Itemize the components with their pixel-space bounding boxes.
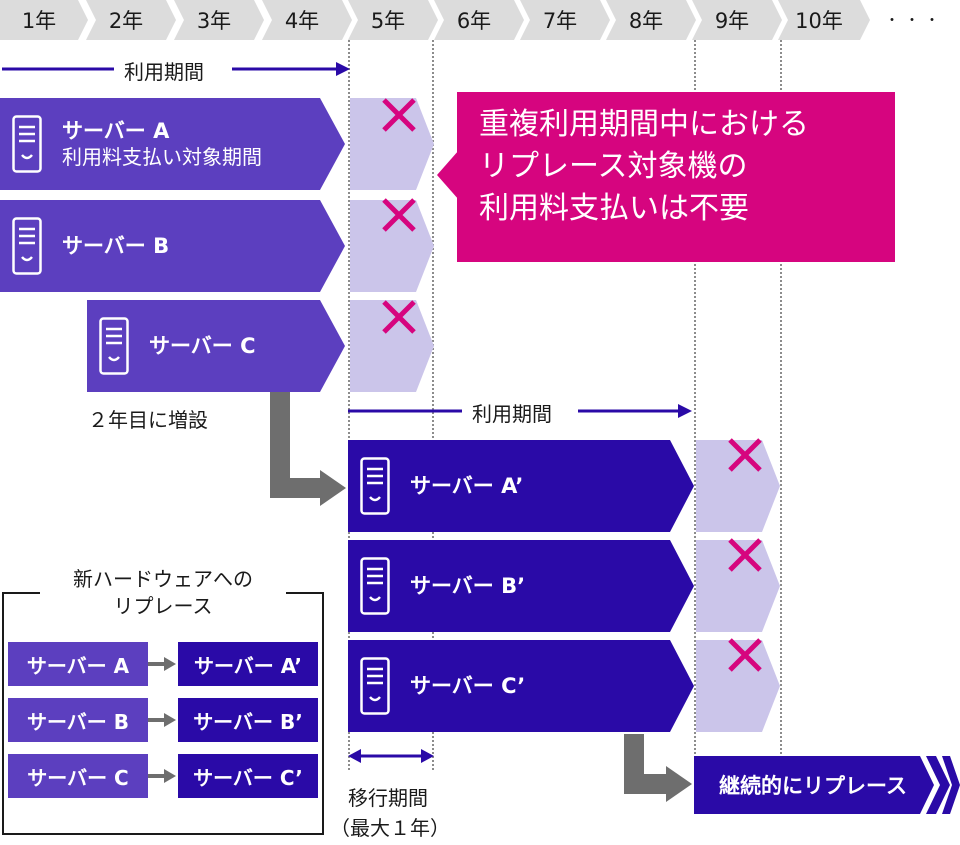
server-c-prime-bar: サーバー C’ <box>348 640 694 732</box>
year-tab-10: 10年 <box>778 0 870 40</box>
server-a-prime-title: サーバー A’ <box>410 473 524 498</box>
overlap-c <box>350 300 434 392</box>
usage-period-label-top: 利用期間 <box>124 60 204 84</box>
legend-from-c: サーバー C <box>8 754 148 798</box>
server-icon <box>360 457 390 515</box>
usage-period-arrow-mid <box>348 404 692 418</box>
legend-title-line-1: 新ハードウェアへの <box>73 567 253 591</box>
migration-period-arrow <box>348 749 434 763</box>
year-label: 9年 <box>714 9 750 33</box>
ellipsis-label: ・・・ <box>885 13 945 29</box>
legend-to-a: サーバー A’ <box>178 642 318 686</box>
overlap-a <box>350 98 434 190</box>
year-tab-6: 6年 <box>434 0 524 40</box>
server-icon <box>99 317 129 375</box>
server-c-prime-title: サーバー C’ <box>410 673 526 698</box>
callout-pointer <box>437 150 459 200</box>
year-label: 5年 <box>370 9 406 33</box>
legend-from-b: サーバー B <box>8 698 148 742</box>
continuous-replace-label: 継続的にリプレース <box>719 774 907 798</box>
cross-icon <box>382 300 416 334</box>
server-icon <box>360 557 390 615</box>
legend-to-b: サーバー B’ <box>178 698 318 742</box>
server-icon <box>12 217 42 275</box>
cross-icon <box>728 638 762 672</box>
year-tab-2: 2年 <box>86 0 176 40</box>
year-label: 4年 <box>284 9 320 33</box>
guide-line-year10 <box>780 40 782 770</box>
year-tab-5: 5年 <box>348 0 438 40</box>
added-year-note: ２年目に増設 <box>88 408 208 432</box>
overlap-c-prime <box>696 640 780 732</box>
legend-title-line-2: リプレース <box>113 594 213 618</box>
cross-icon <box>382 98 416 132</box>
cross-icon <box>728 538 762 572</box>
year-tab-3: 3年 <box>174 0 264 40</box>
guide-line-year5 <box>348 40 350 770</box>
server-a-prime-bar: サーバー A’ <box>348 440 694 532</box>
year-tab-1: 1年 <box>0 0 88 40</box>
server-icon <box>360 657 390 715</box>
year-tab-9: 9年 <box>692 0 782 40</box>
cross-icon <box>728 438 762 472</box>
year-tab-4: 4年 <box>262 0 352 40</box>
server-a-billing-label: 利用料支払い対象期間 <box>62 144 262 169</box>
server-c-bar: サーバー C <box>87 300 345 392</box>
legend-title: 新ハードウェアへの リプレース <box>40 566 286 620</box>
year-label: 10年 <box>795 9 843 33</box>
guide-line-year9 <box>694 40 696 770</box>
continuous-replace-shape <box>694 756 960 814</box>
server-icon <box>12 115 42 173</box>
year-tab-7: 7年 <box>520 0 610 40</box>
overlap-b <box>350 200 434 292</box>
year-ellipsis: ・・・ <box>880 0 960 40</box>
server-b-prime-bar: サーバー B’ <box>348 540 694 632</box>
year-tab-8: 8年 <box>606 0 696 40</box>
arrow-right-icon <box>148 657 176 671</box>
server-b-title: サーバー B <box>62 233 170 258</box>
year-label: 2年 <box>108 9 144 33</box>
replace-flow-arrow-upper <box>270 392 346 506</box>
arrow-right-icon <box>148 713 176 727</box>
callout-line-3: 利用料支払いは不要 <box>479 191 749 226</box>
server-b-prime-title: サーバー B’ <box>410 573 526 598</box>
year-label: 1年 <box>21 9 57 33</box>
year-label: 6年 <box>456 9 492 33</box>
year-label: 3年 <box>196 9 232 33</box>
replace-flow-arrow-lower <box>624 734 692 802</box>
callout-box: 重複利用期間中における リプレース対象機の 利用料支払いは不要 <box>457 92 895 262</box>
usage-period-arrow-top <box>2 62 350 76</box>
legend-from-a: サーバー A <box>8 642 148 686</box>
usage-period-label-mid: 利用期間 <box>472 402 552 426</box>
migration-label: 移行期間 <box>348 786 428 810</box>
arrow-right-icon <box>148 769 176 783</box>
server-b-bar: サーバー B <box>0 200 345 292</box>
server-c-title: サーバー C <box>149 333 256 358</box>
overlap-a-prime <box>696 440 780 532</box>
overlap-b-prime <box>696 540 780 632</box>
callout-line-1: 重複利用期間中における <box>479 107 809 142</box>
callout-line-2: リプレース対象機の <box>479 149 748 184</box>
guide-line-year6 <box>432 40 434 770</box>
migration-sub-label: （最大１年） <box>330 816 450 840</box>
server-a-bar: サーバー A 利用料支払い対象期間 <box>0 98 345 190</box>
server-a-title: サーバー A <box>62 119 170 144</box>
year-label: 7年 <box>542 9 578 33</box>
cross-icon <box>382 198 416 232</box>
year-label: 8年 <box>628 9 664 33</box>
legend-to-c: サーバー C’ <box>178 754 318 798</box>
